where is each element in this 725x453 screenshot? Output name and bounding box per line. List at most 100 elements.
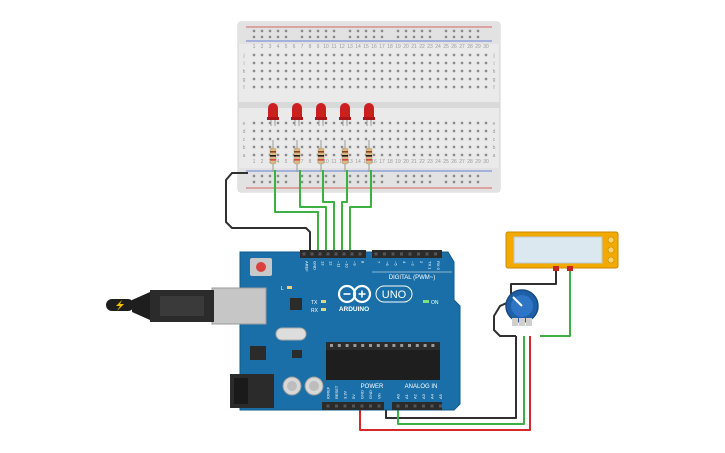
rail-hole xyxy=(260,35,264,39)
breadboard-hole xyxy=(364,145,368,149)
reset-button-cap[interactable] xyxy=(256,262,266,272)
row-letter: j xyxy=(242,53,244,59)
breadboard-hole xyxy=(276,129,280,133)
breadboard-hole xyxy=(396,53,400,57)
breadboard-hole xyxy=(380,69,384,73)
digital-pin-label: ~11 xyxy=(337,261,342,268)
breadboard-hole xyxy=(268,121,272,125)
breadboard-hole xyxy=(252,61,256,65)
row-letter: g xyxy=(493,77,496,83)
breadboard-hole xyxy=(340,61,344,65)
potentiometer-icon[interactable] xyxy=(505,289,539,326)
breadboard-hole xyxy=(356,61,360,65)
power-pin-hole xyxy=(343,404,347,408)
column-number: 14 xyxy=(355,44,361,50)
breadboard-hole xyxy=(284,77,288,81)
breadboard-hole xyxy=(300,121,304,125)
breadboard-hole xyxy=(468,77,472,81)
wire-pot-vcc xyxy=(359,336,531,431)
breadboard-hole xyxy=(428,129,432,133)
row-letter: f xyxy=(243,85,245,91)
breadboard-hole xyxy=(428,85,432,89)
breadboard-hole xyxy=(484,121,488,125)
digital-pin-label: ~6 xyxy=(385,261,390,266)
resistor-group xyxy=(269,140,373,172)
breadboard-hole xyxy=(476,53,480,57)
breadboard-hole xyxy=(300,61,304,65)
breadboard-hole xyxy=(308,153,312,157)
breadboard-hole xyxy=(316,53,320,57)
rail-hole xyxy=(404,180,408,184)
rail-hole xyxy=(476,174,480,178)
breadboard-hole xyxy=(364,85,368,89)
breadboard-hole xyxy=(316,77,320,81)
breadboard-hole xyxy=(276,85,280,89)
rail-hole xyxy=(276,174,280,178)
breadboard-hole xyxy=(484,69,488,73)
breadboard-hole xyxy=(468,129,472,133)
rail-hole xyxy=(420,29,424,33)
wire-lcd-ground xyxy=(493,300,516,337)
breadboard-hole xyxy=(252,85,256,89)
breadboard-hole xyxy=(356,145,360,149)
breadboard-hole xyxy=(436,53,440,57)
column-number: 1 xyxy=(253,159,256,165)
led-tx xyxy=(321,300,326,303)
chip-pin xyxy=(330,344,333,347)
breadboard-hole xyxy=(396,145,400,149)
arduino-logo-icon xyxy=(337,284,372,304)
breadboard-hole xyxy=(268,69,272,73)
breadboard-hole xyxy=(340,137,344,141)
breadboard-hole xyxy=(316,121,320,125)
breadboard-hole xyxy=(396,69,400,73)
rail-hole xyxy=(332,29,336,33)
digital-pin-label: 12 xyxy=(329,261,334,266)
rail-hole xyxy=(252,174,256,178)
breadboard-hole xyxy=(300,85,304,89)
breadboard-column-numbers: 1122334455667788991010111112121313141415… xyxy=(253,44,489,165)
rail-hole xyxy=(476,35,480,39)
rail-hole xyxy=(428,174,432,178)
column-number: 11 xyxy=(331,44,336,50)
breadboard-hole xyxy=(380,137,384,141)
breadboard-hole xyxy=(476,137,480,141)
breadboard-hole xyxy=(436,121,440,125)
column-number: 5 xyxy=(285,44,288,50)
breadboard-hole xyxy=(404,129,408,133)
breadboard-hole xyxy=(268,145,272,149)
breadboard-hole xyxy=(420,145,424,149)
rail-hole xyxy=(380,35,384,39)
usb-port xyxy=(211,287,267,325)
breadboard-hole xyxy=(388,129,392,133)
digital-pin-hole xyxy=(334,252,338,256)
wire-lcd-black xyxy=(510,270,557,301)
breadboard-hole xyxy=(380,61,384,65)
breadboard-hole xyxy=(404,85,408,89)
breadboard-hole xyxy=(484,129,488,133)
resistor xyxy=(365,140,373,172)
breadboard-hole xyxy=(388,85,392,89)
rail-hole xyxy=(404,29,408,33)
breadboard-hole xyxy=(308,137,312,141)
rail-hole xyxy=(356,29,360,33)
breadboard-hole xyxy=(468,137,472,141)
column-number: 25 xyxy=(443,44,449,50)
led xyxy=(267,103,279,126)
breadboard-hole xyxy=(412,129,416,133)
breadboard-holes xyxy=(252,29,488,184)
breadboard-hole xyxy=(268,85,272,89)
breadboard-hole xyxy=(420,61,424,65)
breadboard-hole xyxy=(404,137,408,141)
rail-hole xyxy=(452,174,456,178)
brand-label: ARDUINO xyxy=(339,306,369,313)
breadboard-hole xyxy=(476,77,480,81)
power-pin-label: 3.3V xyxy=(343,390,348,399)
analog-pin-label: A2 xyxy=(413,393,418,399)
wire-pot-signal xyxy=(397,336,525,425)
rail-hole xyxy=(460,29,464,33)
column-number: 3 xyxy=(269,44,272,50)
power-pin-label: IOREF xyxy=(326,386,331,399)
rail-hole xyxy=(252,180,256,184)
breadboard-hole xyxy=(404,121,408,125)
breadboard-hole xyxy=(476,153,480,157)
